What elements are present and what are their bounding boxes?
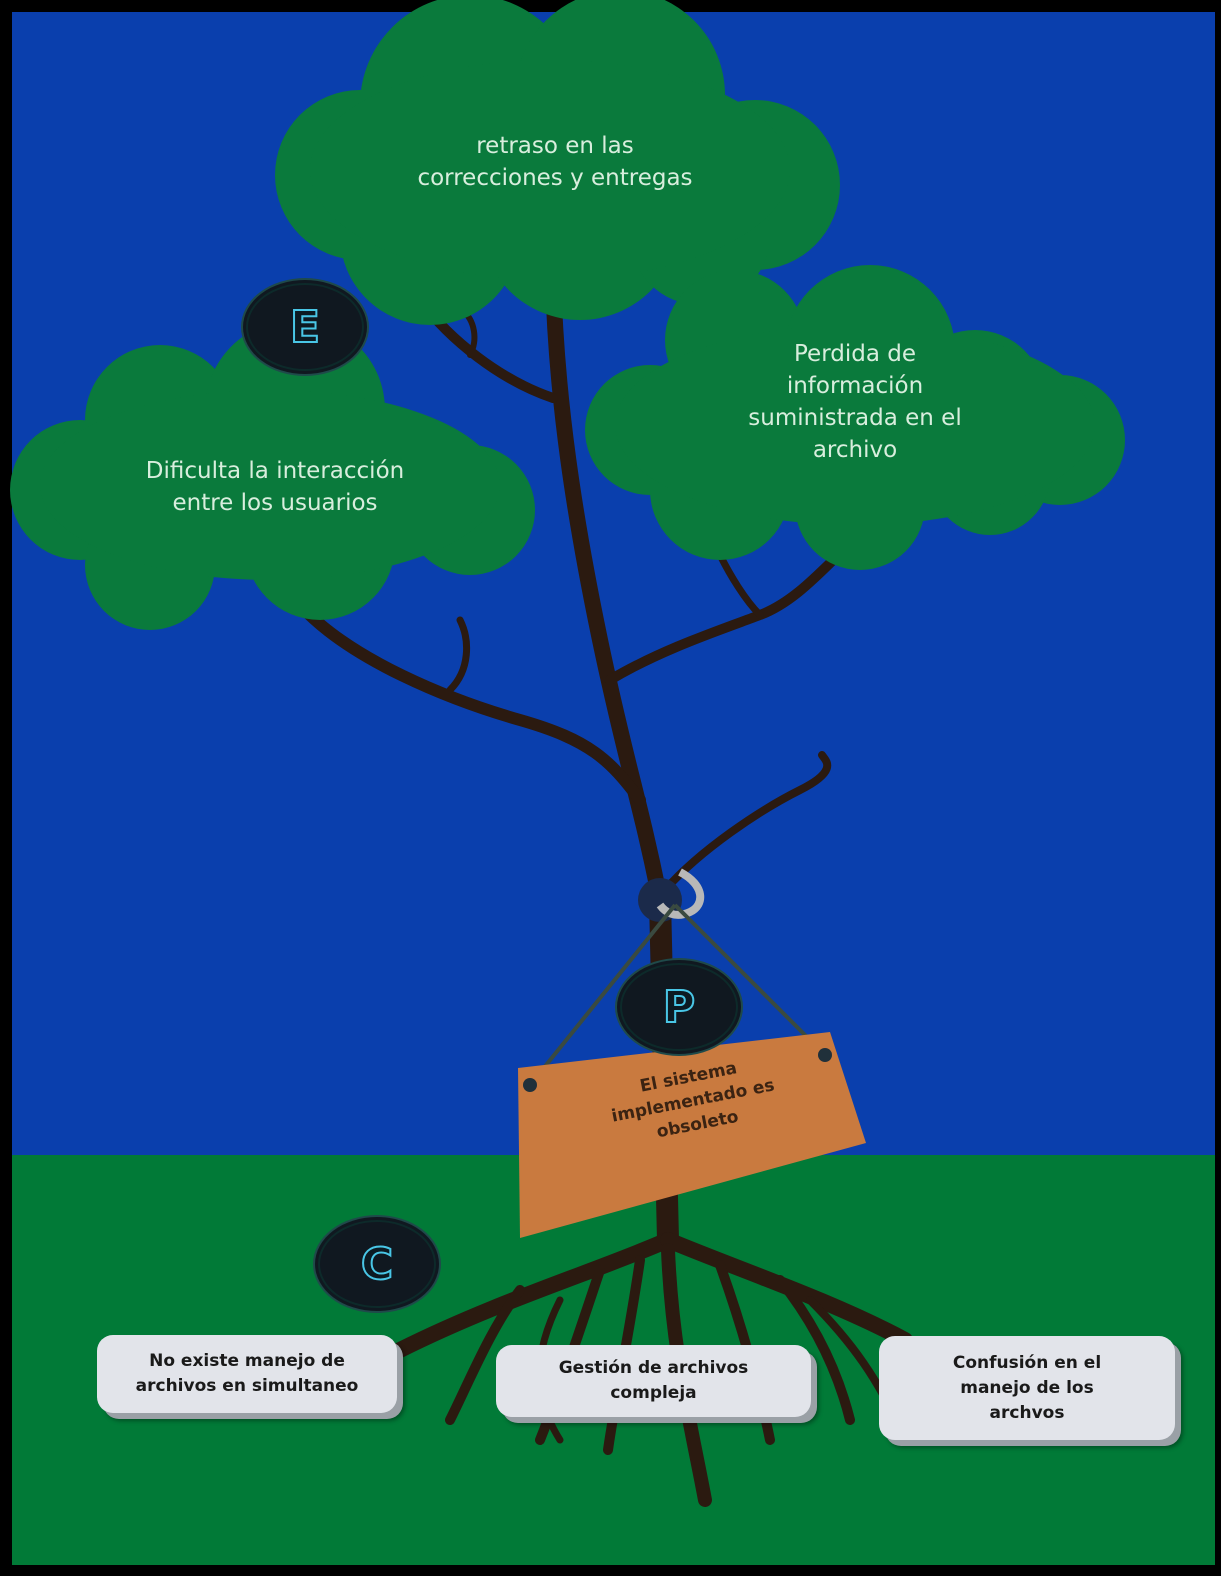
effects-badge: E [248,285,362,369]
cause-card-center: Gestión de archivos compleja [496,1345,811,1417]
problem-badge-letter: P [662,981,696,1034]
sign-nail-left [523,1078,537,1092]
effects-badge-letter: E [289,301,321,354]
sign-nail-right [818,1048,832,1062]
causes-badge-letter: C [360,1238,394,1291]
foliage-top [275,0,840,325]
effect-text-top: retraso en las correcciones y entregas [417,133,693,191]
hook [656,868,705,919]
foliage-right [585,265,1125,570]
causes-badge: C [320,1222,434,1306]
effect-text-left: Dificulta la interacción entre los usuar… [145,458,405,516]
cause-card-right: Confusión en el manejo de los archvos [879,1336,1175,1440]
problem-badge: P [622,965,736,1049]
effect-text-right: Perdida de información suministrada en e… [748,341,962,463]
problem-sign-board [518,1032,866,1238]
sign-ropes [528,903,827,1087]
foliage-left [10,320,535,630]
cause-card-left: No existe manejo de archivos en simultan… [97,1335,397,1413]
